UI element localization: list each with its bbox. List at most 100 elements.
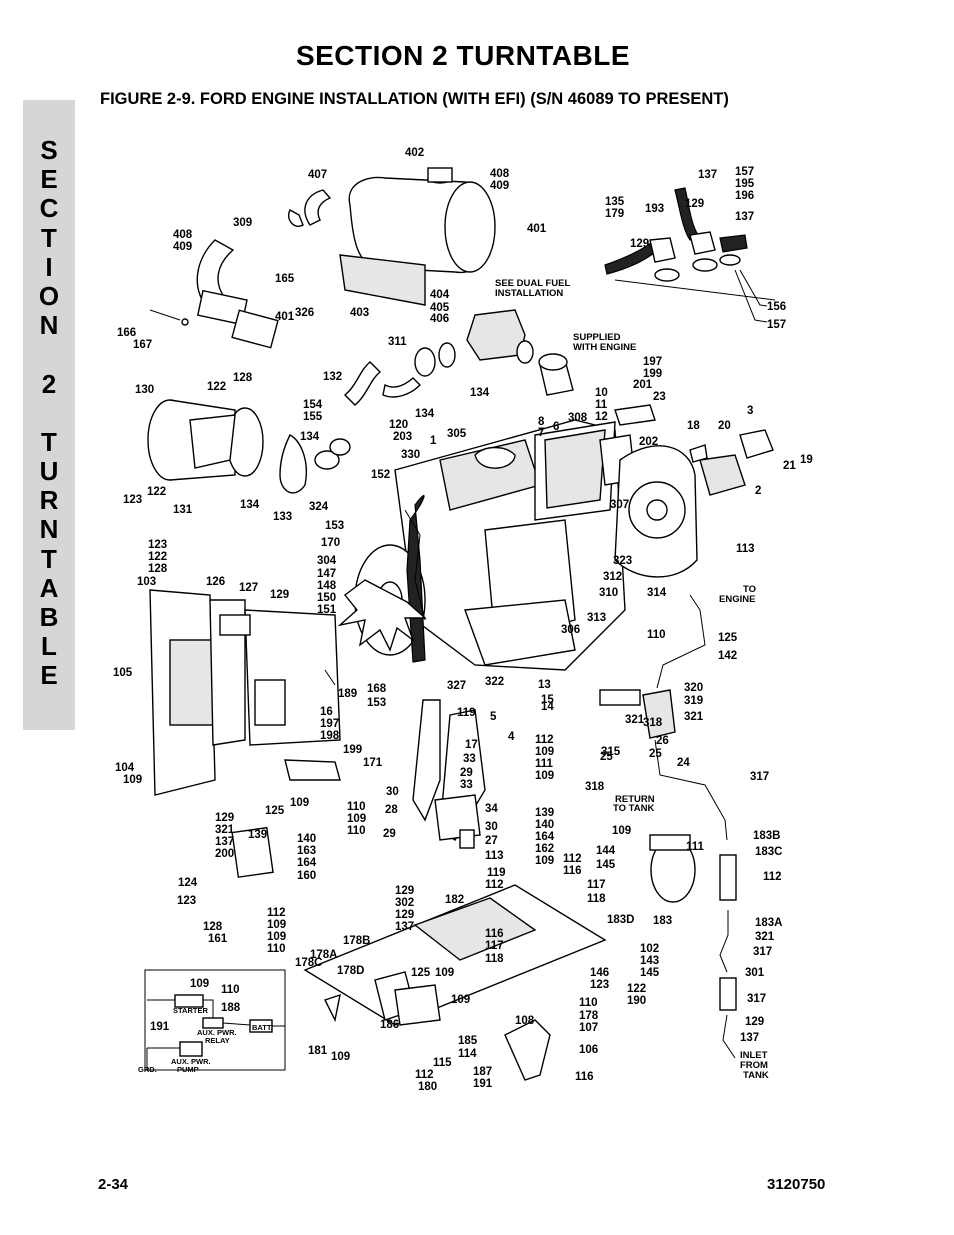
- callout-label: 321: [684, 711, 704, 723]
- callout-label: 103: [137, 576, 156, 588]
- callout-label: 144: [596, 845, 616, 857]
- schematic-labels: STARTER AUX. PWR. RELAY BATT. AUX. PWR. …: [138, 1006, 273, 1074]
- callout-label: 129: [395, 909, 414, 921]
- callout-label: 197: [320, 718, 339, 730]
- callout-label: 11: [595, 399, 608, 411]
- callout-label: 188: [221, 1002, 241, 1014]
- aux-power-schematic: [144, 969, 286, 1071]
- callout-label: 200: [215, 848, 234, 860]
- section-title: SECTION 2 TURNTABLE: [295, 40, 631, 71]
- callout-label: 110: [95, 140, 114, 143]
- callout-label: 109: [331, 1051, 350, 1063]
- callout-label: 170: [321, 537, 340, 549]
- callout-label: 183A: [755, 917, 783, 929]
- callout-label: 128: [148, 563, 168, 575]
- callout-label: 109: [535, 770, 554, 782]
- callout-label: 5: [490, 711, 497, 723]
- callout-label: 197: [643, 356, 662, 368]
- callout-label: 323: [613, 555, 632, 567]
- callout-label: 109: [290, 797, 309, 809]
- callout-label: 112: [535, 734, 554, 746]
- engine-installation-diagram: 4024074084094013094084091654014044054064…: [95, 140, 813, 1093]
- callout-label: 12: [595, 411, 608, 423]
- callout-label: 178B: [343, 935, 371, 947]
- callout-label: 167: [133, 339, 152, 351]
- callout-label: 143: [640, 955, 659, 967]
- callout-label: 27: [485, 835, 498, 847]
- callout-label: 18: [687, 420, 700, 432]
- callout-label: 110: [347, 825, 366, 837]
- callout-label: 110: [579, 997, 598, 1009]
- callout-label: 315: [601, 746, 621, 758]
- diagram-notes: SEE DUAL FUEL INSTALLATION SUPPLIED WITH…: [495, 278, 769, 1081]
- callout-label: 20: [718, 420, 731, 432]
- side-tab-letter: T: [41, 426, 57, 457]
- schematic-relay-1: AUX. PWR.: [197, 1028, 237, 1037]
- callout-label: 123: [148, 539, 167, 551]
- schematic-grd: GRD.: [138, 1065, 157, 1074]
- callout-label: 146: [590, 967, 609, 979]
- callout-label: 16: [320, 706, 333, 718]
- callout-label: 111: [686, 841, 705, 853]
- callout-label: 109: [535, 855, 554, 867]
- callout-label: 409: [490, 180, 509, 192]
- callout-label: 129: [215, 812, 234, 824]
- callout-label: 193: [645, 203, 664, 215]
- callout-label: 134: [470, 387, 490, 399]
- callout-label: 109: [535, 746, 554, 758]
- callout-label: 405: [430, 302, 450, 314]
- callout-label: 137: [395, 921, 414, 933]
- fuel-filter-column: [599, 594, 737, 1059]
- callout-label: 326: [295, 307, 314, 319]
- callout-label: 159: [95, 140, 114, 143]
- callout-label: 4: [508, 731, 515, 743]
- callout-label: 161: [208, 933, 228, 945]
- callout-label: 8: [538, 416, 545, 428]
- callout-label: 160: [297, 870, 316, 882]
- callout-label: 21: [783, 460, 796, 472]
- callout-label: 145: [596, 859, 616, 871]
- callout-label: 125: [411, 967, 431, 979]
- callout-label: 154: [303, 399, 323, 411]
- schematic-pump-1: AUX. PWR.: [171, 1057, 211, 1066]
- callout-label: 196: [735, 190, 754, 202]
- note-inlet-3: TANK: [743, 1070, 769, 1081]
- callout-label: 166: [117, 327, 136, 339]
- callout-label: 129: [630, 238, 649, 250]
- callout-label: 125: [265, 805, 285, 817]
- side-tab-letter: 2: [41, 368, 57, 399]
- callout-label: 137: [740, 1032, 759, 1044]
- callout-label: 190: [627, 995, 646, 1007]
- note-return-2: TO TANK: [613, 803, 654, 814]
- callout-label: 26: [656, 735, 669, 747]
- callout-label: 178A: [310, 949, 338, 961]
- callout-label: 183B: [753, 830, 781, 842]
- callout-label: 306: [561, 624, 580, 636]
- callout-label: 142: [718, 650, 737, 662]
- callout-label: 305: [447, 428, 467, 440]
- callout-label: 183: [653, 915, 672, 927]
- callout-label: 309: [233, 217, 252, 229]
- callout-label: 23: [653, 391, 666, 403]
- callout-label: 321: [755, 931, 775, 943]
- side-tab-letter: B: [39, 602, 59, 632]
- callout-label: 310: [599, 587, 618, 599]
- callout-label: 132: [323, 371, 342, 383]
- callout-label: 116: [575, 1071, 594, 1083]
- callout-label: 182: [445, 894, 464, 906]
- note-return-1: RETURN: [615, 794, 655, 805]
- callout-label: 128: [203, 921, 223, 933]
- callout-label: 110: [267, 943, 286, 955]
- callout-label: 19: [800, 454, 813, 466]
- callout-label: 25: [649, 748, 662, 760]
- callout-label: 15: [541, 694, 554, 706]
- callout-label: 321: [215, 824, 235, 836]
- callout-label: 162: [535, 843, 554, 855]
- callout-label: 105: [113, 667, 133, 679]
- callout-label: 151: [317, 604, 337, 616]
- callout-label: 406: [430, 313, 449, 325]
- callout-label: 313: [587, 612, 606, 624]
- air-cleaner-assembly: [147, 361, 421, 494]
